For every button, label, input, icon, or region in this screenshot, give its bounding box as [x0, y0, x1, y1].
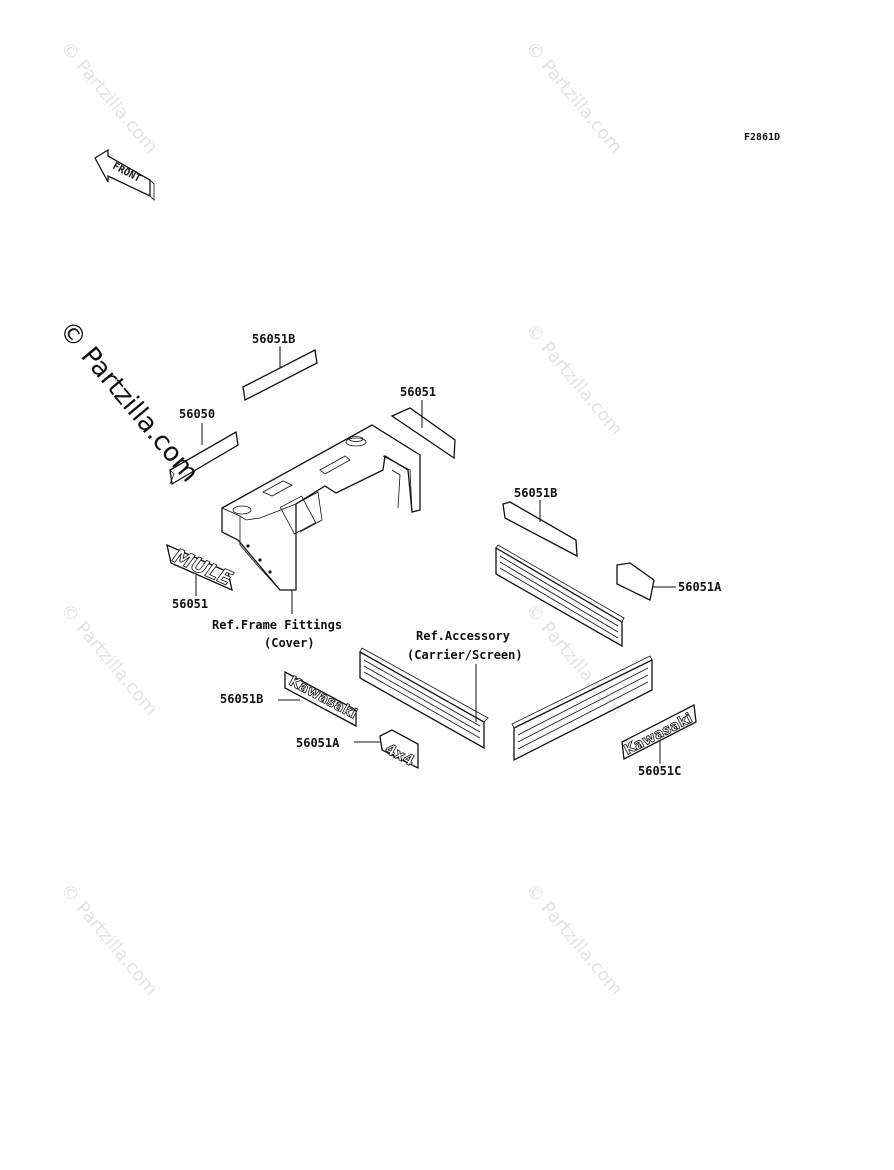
decal-kawasaki-right: Kawasaki [621, 703, 697, 764]
front-carrier-panel [511, 655, 653, 762]
ref-frame-line1: Ref.Frame Fittings [212, 618, 342, 632]
kawasaki-logo-text: Kawasaki [622, 710, 696, 758]
decal-56051B-mid [502, 500, 578, 558]
rear-cover [221, 424, 421, 591]
ref-frame-line2: (Cover) [264, 636, 315, 650]
ref-accessory-line1: Ref.Accessory [416, 629, 510, 643]
watermark: © Partzilla.com [521, 320, 626, 440]
side-carrier-panel [359, 647, 489, 750]
rear-screen-panel [495, 544, 625, 648]
front-arrow-label: FRONT [111, 161, 143, 185]
decal-mule: MULE [166, 543, 239, 596]
part-label-56051A-right: 56051A [678, 580, 722, 594]
watermark: © Partzilla.com [56, 600, 161, 720]
part-label-56051B-mid: 56051B [514, 486, 557, 500]
decal-4x4: 4x4 [354, 729, 419, 770]
decal-56051B-top [242, 346, 318, 401]
part-label-56051B-low: 56051B [220, 692, 263, 706]
part-label-56051-top: 56051 [400, 385, 436, 399]
front-arrow-icon: FRONT [94, 148, 155, 201]
part-label-56051B-top: 56051B [252, 332, 295, 346]
part-label-56051-left: 56051 [172, 597, 208, 611]
part-label-56051A-low: 56051A [296, 736, 340, 750]
watermark: © Partzilla.com [56, 880, 161, 1000]
decal-56051-top [390, 400, 456, 460]
mule-logo-text: MULE [167, 544, 238, 589]
part-label-56050: 56050 [179, 407, 215, 421]
watermark: © Partzilla.com [521, 880, 626, 1000]
decal-56050 [169, 423, 239, 486]
ref-accessory-line2: (Carrier/Screen) [407, 648, 523, 662]
diagram-code: F2861D [744, 132, 780, 143]
part-label-56051C: 56051C [638, 764, 681, 778]
watermark: © Partzilla.com [521, 38, 626, 158]
decal-56051A-right [616, 562, 676, 601]
watermark-dark: © Partzilla.com [53, 315, 205, 488]
watermark: © Partzilla.com [56, 38, 161, 158]
decal-kawasaki-left: Kawasaki [278, 670, 360, 728]
kawasaki-logo-text: Kawasaki [286, 673, 359, 722]
